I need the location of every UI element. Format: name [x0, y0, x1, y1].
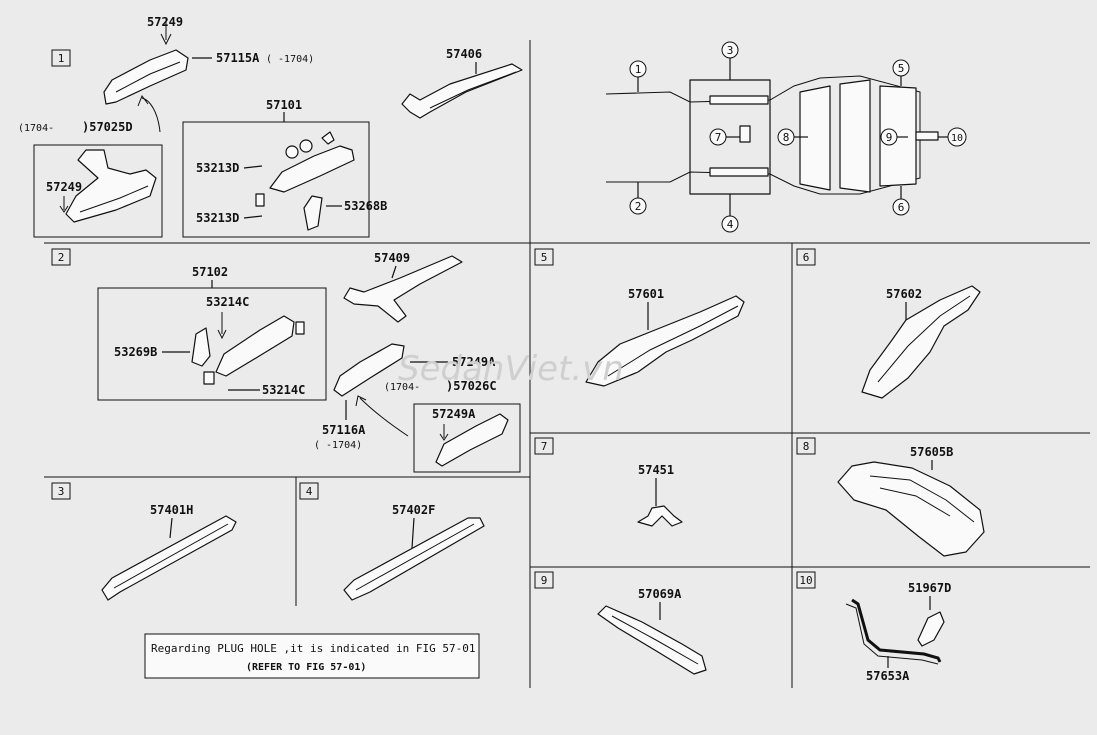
section-7: 57451	[637, 463, 683, 527]
callout-2: 2	[635, 200, 642, 213]
callout-8: 8	[783, 131, 790, 144]
section-2: 57102 53214C 53269B 53214C 57409 57249A …	[97, 251, 521, 473]
label-57406: 57406	[446, 47, 482, 61]
part-57102-drawing	[215, 315, 295, 377]
label-57249-top: 57249	[147, 15, 183, 29]
section-1: 57249 57115A ( -1704) (1704- )57025D 572…	[18, 15, 523, 238]
label-57116A: 57116A	[322, 423, 366, 437]
part-57605B-drawing	[837, 461, 985, 557]
section-marker-4: 4	[306, 485, 313, 498]
label-57401H: 57401H	[150, 503, 193, 517]
section-10: 51967D 57653A	[845, 581, 951, 683]
section-marker-1: 1	[58, 52, 65, 65]
part-57026C-drawing	[435, 413, 509, 467]
note-line-2: (REFER TO FIG 57-01)	[246, 662, 366, 673]
part-57601-drawing	[585, 295, 745, 387]
label-57602: 57602	[886, 287, 922, 301]
label-57249A-a: 57249A	[452, 355, 496, 369]
label-53214C-a: 53214C	[206, 295, 249, 309]
callout-7: 7	[715, 131, 722, 144]
label-57115A: 57115A	[216, 51, 260, 65]
section-marker-5: 5	[541, 251, 548, 264]
section-dividers	[44, 40, 1090, 688]
part-57116A-drawing	[333, 343, 405, 397]
note-line-1: Regarding PLUG HOLE ,it is indicated in …	[151, 642, 476, 655]
callout-3: 3	[727, 44, 734, 57]
section-3-4: 57401H 57402F	[101, 503, 485, 601]
callout-6: 6	[898, 201, 905, 214]
part-57409-drawing	[343, 255, 463, 323]
label-57605B: 57605B	[910, 445, 953, 459]
label-53213D-b: 53213D	[196, 211, 239, 225]
section-markers: 1 2 3 4 5 6 7 8 9 10	[51, 49, 816, 589]
label-57069A: 57069A	[638, 587, 682, 601]
part-57451-drawing	[637, 505, 683, 527]
label-53213D-a: 53213D	[196, 161, 239, 175]
label-1704-mid: (1704-	[384, 382, 420, 393]
label-57409: 57409	[374, 251, 410, 265]
label-57116A-range: ( -1704)	[314, 440, 362, 451]
label-57451: 57451	[638, 463, 674, 477]
frame-overview: 1 2 3 4 5 6 7 8 9 10	[605, 41, 967, 233]
section-marker-3: 3	[58, 485, 65, 498]
part-53268B-drawing	[303, 195, 323, 231]
label-57653A: 57653A	[866, 669, 910, 683]
section-9: 57069A	[597, 587, 707, 675]
callout-1: 1	[635, 63, 642, 76]
label-53269B: 53269B	[114, 345, 157, 359]
overview-callouts: 1 2 3 4 5 6 7 8 9 10	[629, 41, 967, 233]
label-57402F: 57402F	[392, 503, 435, 517]
section-marker-2: 2	[58, 251, 65, 264]
part-57401H-drawing	[101, 515, 237, 601]
part-57101-drawing	[269, 145, 355, 193]
section-6: 57602	[861, 285, 981, 399]
part-51967D-drawing	[917, 611, 945, 647]
label-57115A-range: ( -1704)	[266, 54, 314, 65]
part-57602-drawing	[861, 285, 981, 399]
label-57601: 57601	[628, 287, 664, 301]
label-57249-box: 57249	[46, 180, 82, 194]
callout-4: 4	[727, 218, 734, 231]
section-marker-8: 8	[803, 440, 810, 453]
plug-hole-note: Regarding PLUG HOLE ,it is indicated in …	[144, 633, 480, 679]
label-1704-left: (1704-	[18, 123, 54, 134]
label-57026C: )57026C	[446, 379, 497, 393]
label-53214C-b: 53214C	[262, 383, 305, 397]
part-57025D-drawing	[65, 149, 157, 223]
section-5: 57601	[585, 287, 745, 387]
watermark-text: SedanViet.vn	[398, 349, 624, 389]
label-51967D: 51967D	[908, 581, 951, 595]
section-marker-6: 6	[803, 251, 810, 264]
part-53269B-drawing	[191, 327, 211, 367]
section-marker-7: 7	[541, 440, 548, 453]
part-57115A-drawing	[103, 49, 189, 105]
part-57069A-drawing	[597, 605, 707, 675]
callout-10: 10	[951, 133, 963, 144]
callout-9: 9	[886, 131, 893, 144]
section-marker-10: 10	[799, 574, 812, 587]
label-57101: 57101	[266, 98, 302, 112]
callout-5: 5	[898, 62, 905, 75]
label-57025D: )57025D	[82, 120, 133, 134]
label-57102: 57102	[192, 265, 228, 279]
part-57406-drawing	[401, 63, 523, 119]
section-marker-9: 9	[541, 574, 548, 587]
label-57249A-b: 57249A	[432, 407, 476, 421]
label-53268B: 53268B	[344, 199, 387, 213]
section-8: 57605B	[837, 445, 985, 557]
